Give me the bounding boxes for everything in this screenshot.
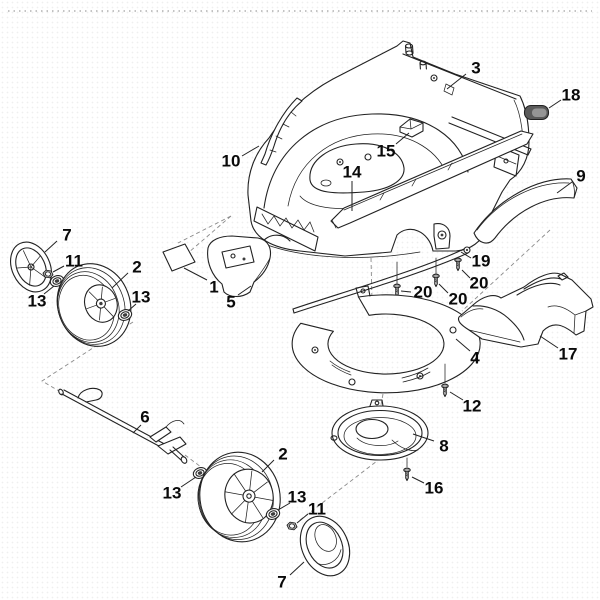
callout-label-11: 11 [308, 500, 326, 519]
clip-drawing [399, 118, 424, 138]
leader-line [132, 424, 142, 434]
leader-line [127, 303, 137, 312]
bumper-drawing [473, 178, 578, 244]
callout-label-8: 8 [439, 437, 448, 456]
leader-line [183, 267, 208, 281]
callout-label-5: 5 [226, 293, 235, 312]
axle-rod-drawing [58, 387, 188, 464]
callout-label-20: 20 [470, 274, 489, 293]
rubber-buffer-drawing [523, 104, 550, 121]
callout-label-20: 20 [449, 290, 468, 309]
callout-label-19: 19 [472, 252, 491, 271]
callout-label-20: 20 [414, 283, 433, 302]
leader-line [241, 145, 260, 157]
leader-line [44, 240, 58, 253]
callout-label-16: 16 [425, 479, 444, 498]
callout-label-12: 12 [463, 397, 482, 416]
leader-line [446, 73, 467, 90]
deflector-bar-drawing [330, 130, 534, 229]
belt-cover-disc-drawing [330, 399, 429, 461]
leader-line [261, 459, 275, 473]
leader-line [400, 290, 412, 293]
leader-line [449, 391, 464, 401]
cover-plate-drawing [207, 235, 272, 298]
label-sticker-drawing [162, 243, 196, 272]
callout-label-9: 9 [576, 167, 585, 186]
callout-label-6: 6 [140, 408, 149, 427]
callout-label-13: 13 [28, 292, 47, 311]
callout-label-13: 13 [163, 484, 182, 503]
leader-line [556, 181, 573, 194]
screw-16 [403, 457, 411, 482]
callout-label-14: 14 [343, 163, 362, 182]
screw-12 [441, 363, 449, 398]
leader-line [460, 251, 472, 259]
leader-line [296, 513, 309, 524]
front-grille-hatching [253, 206, 319, 252]
leader-line [461, 269, 471, 279]
housing-mount-posts [404, 43, 455, 96]
trim-strip-drawing [292, 246, 471, 314]
leader-line [111, 272, 129, 289]
curved-trim-drawing [260, 97, 303, 166]
hubcap-rear-drawing [299, 515, 351, 577]
callout-label-13: 13 [288, 488, 307, 507]
callout-label-17: 17 [559, 345, 578, 364]
callout-label-18: 18 [562, 86, 581, 105]
callout-label-15: 15 [377, 142, 396, 161]
leader-line [289, 561, 305, 576]
leader-line [455, 338, 471, 352]
leader-line [52, 265, 65, 273]
leader-line [412, 433, 435, 442]
discharge-chute-drawing [457, 272, 594, 348]
leader-line [438, 283, 449, 294]
callout-label-13: 13 [132, 288, 151, 307]
leader-line [43, 285, 55, 295]
axle-nut-rear [285, 521, 299, 531]
leader-line [180, 476, 197, 488]
callout-label-11: 11 [65, 252, 83, 271]
callout-label-7: 7 [62, 226, 71, 245]
hubcap-front-drawing [10, 241, 52, 293]
callout-label-2: 2 [278, 445, 287, 464]
leader-line [237, 285, 252, 296]
callout-label-10: 10 [222, 152, 241, 171]
leader-line [395, 132, 410, 145]
callout-label-4: 4 [470, 349, 480, 368]
callout-label-3: 3 [471, 59, 480, 78]
wheel-rear-drawing [197, 451, 281, 543]
leader-line [277, 502, 291, 511]
leader-line [411, 476, 425, 484]
callout-label-2: 2 [132, 258, 141, 277]
callout-label-1: 1 [209, 278, 218, 297]
screw-20-group [393, 257, 462, 298]
wheel-front-drawing [56, 263, 132, 347]
callout-label-7: 7 [277, 573, 286, 592]
leader-line [539, 335, 559, 349]
leader-line [548, 99, 562, 109]
axle-bracket [433, 223, 451, 250]
